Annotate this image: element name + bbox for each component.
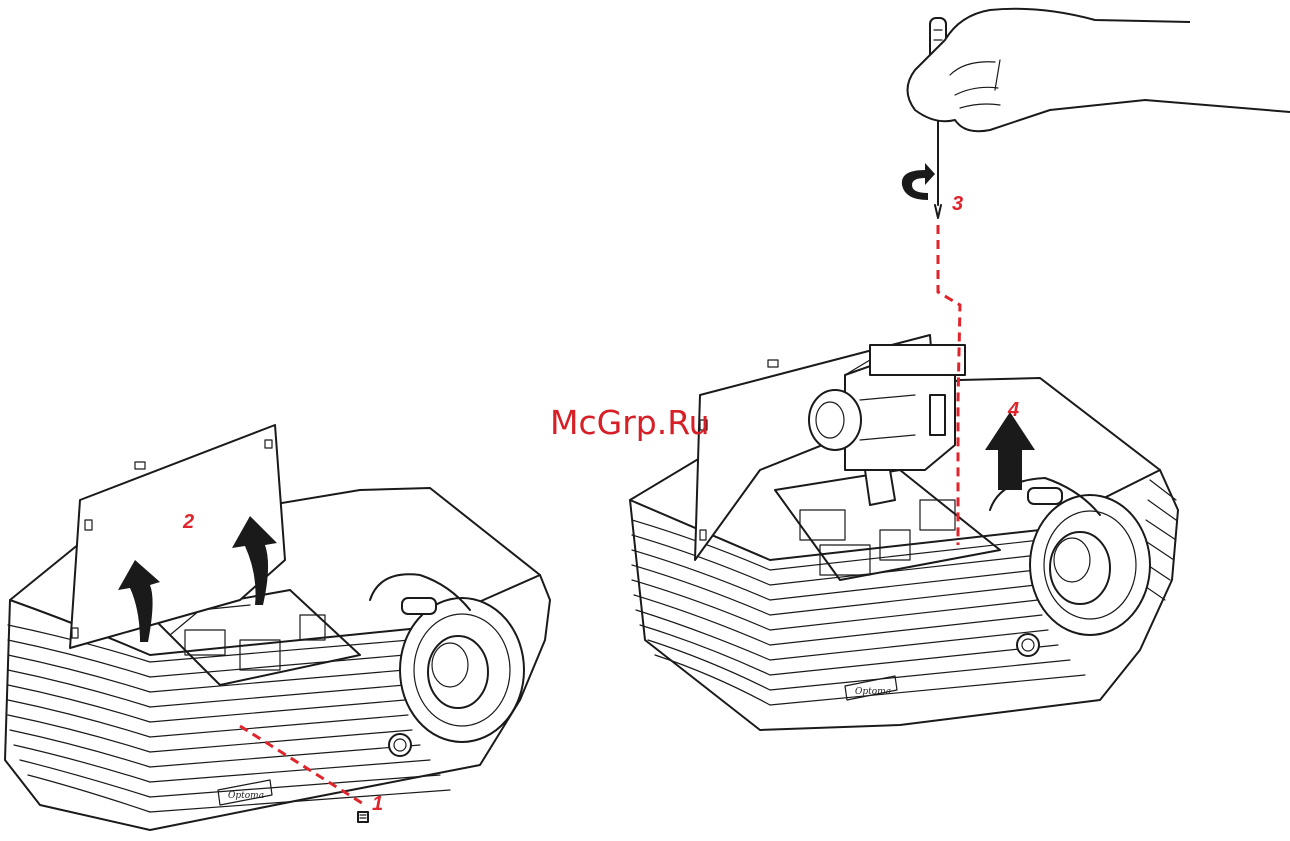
step-1-label: 1 (372, 793, 383, 815)
step-4-label: 4 (1007, 399, 1019, 421)
brand-logo-left: Optoma (228, 791, 264, 801)
projector-left: Optoma (5, 425, 550, 830)
step-2-label: 2 (182, 511, 194, 533)
watermark: McGrp.Ru (550, 403, 710, 442)
hand-screwdriver-icon (902, 9, 1290, 218)
screw-icon (358, 812, 368, 822)
step-3-label: 3 (952, 193, 963, 215)
brand-logo-right: Optoma (855, 687, 891, 697)
projector-right: Optoma (630, 335, 1178, 730)
rotate-arrow-icon (902, 163, 935, 200)
